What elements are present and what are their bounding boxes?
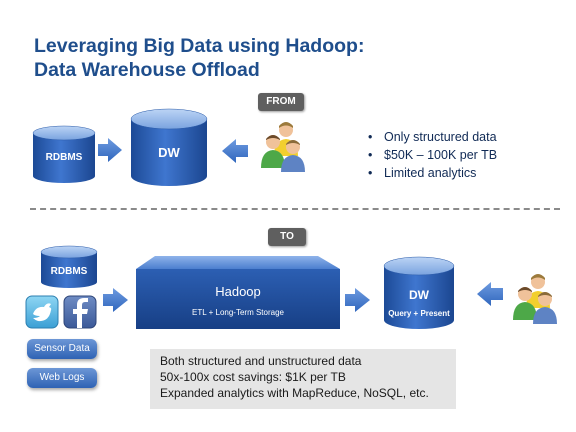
to-tag: TO — [268, 228, 306, 246]
twitter-bird-icon — [25, 295, 59, 329]
rdbms-cylinder-from: RDBMS — [32, 125, 96, 183]
arrow-rdbms-to-dw — [98, 138, 122, 162]
arrow-users-to-dw — [222, 139, 248, 163]
hadoop-block: Hadoop ETL + Long-Term Storage — [136, 256, 340, 329]
summary-box: Both structured and unstructured data 50… — [150, 349, 456, 409]
dw-cylinder-to: DW Query + Present — [383, 256, 455, 329]
hadoop-title: Hadoop — [215, 284, 261, 299]
summary-line: Both structured and unstructured data — [160, 354, 362, 368]
arrow-users-to-dw-to — [477, 282, 503, 306]
arrow-sources-to-hadoop — [103, 288, 128, 312]
bullet-item: •$50K – 100K per TB — [368, 148, 498, 162]
section-divider — [30, 208, 560, 210]
page-title: Leveraging Big Data using Hadoop: Data W… — [34, 34, 454, 82]
facebook-f-icon — [63, 295, 97, 329]
rdbms-label-to: RDBMS — [51, 266, 88, 277]
from-bullet-list: •Only structured data •$50K – 100K per T… — [368, 128, 497, 182]
summary-line: 50x-100x cost savings: $1K per TB — [160, 370, 346, 384]
rdbms-cylinder-to: RDBMS — [40, 245, 98, 288]
users-icon — [261, 122, 305, 172]
dw-label-from: DW — [158, 145, 180, 160]
bullet-item: •Only structured data — [368, 130, 497, 144]
bullet-text: $50K – 100K per TB — [384, 148, 498, 162]
web-logs-source: Web Logs — [27, 368, 97, 388]
dw-label-to: DW — [409, 288, 430, 302]
bullet-item: •Limited analytics — [368, 166, 477, 180]
title-line-2: Data Warehouse Offload — [34, 59, 260, 81]
sensor-data-source: Sensor Data — [27, 339, 97, 359]
bullet-text: Limited analytics — [384, 166, 477, 180]
summary-line: Expanded analytics with MapReduce, NoSQL… — [160, 386, 429, 400]
arrow-hadoop-to-dw — [345, 288, 370, 312]
dw-subtitle-to: Query + Present — [388, 309, 450, 318]
bullet-text: Only structured data — [384, 130, 497, 144]
title-line-1: Leveraging Big Data using Hadoop: — [34, 35, 365, 57]
from-tag: FROM — [258, 93, 304, 111]
users-icon-to — [513, 274, 557, 324]
rdbms-label-from: RDBMS — [46, 152, 83, 163]
hadoop-subtitle: ETL + Long-Term Storage — [192, 308, 285, 317]
dw-cylinder-from: DW — [130, 108, 208, 186]
